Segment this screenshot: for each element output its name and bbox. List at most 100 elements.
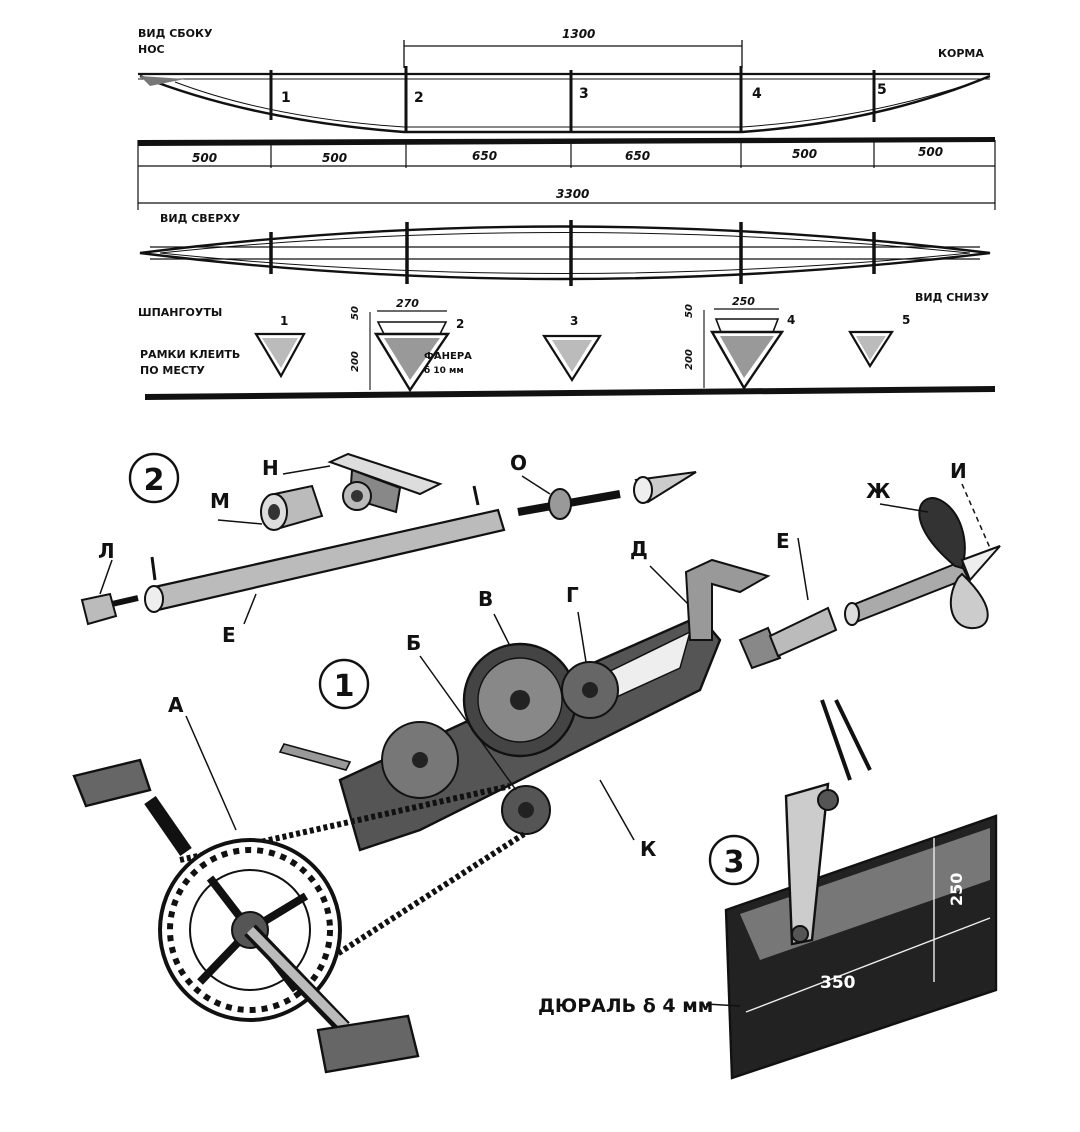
dim-seg-1: 500	[192, 151, 217, 165]
section-frame-3-fill	[552, 340, 592, 372]
leader-E2	[797, 537, 809, 601]
dim-seg-4: 650	[625, 149, 650, 163]
section-baseline	[145, 386, 995, 400]
frame-sections: ШПАНГОУТЫ ВИД СНИЗУ РАМКИ КЛЕИТЬ ПО МЕСТ…	[138, 291, 995, 400]
tiller-arm	[784, 782, 830, 946]
glue-note-line2: ПО МЕСТУ	[140, 364, 205, 377]
dim-seg-5: 500	[792, 147, 817, 161]
dim-350: 350	[820, 973, 856, 993]
dim-200-left: 200	[350, 351, 361, 372]
hull-bottom-curve	[139, 74, 991, 134]
leader-ZH	[879, 503, 929, 513]
coupling-collar	[548, 488, 572, 520]
bracket-bearing-hole	[351, 490, 363, 502]
part-label-A: А	[168, 693, 184, 717]
dim-seg-3: 650	[472, 149, 497, 163]
leader-V	[493, 613, 511, 647]
dim-50-right: 50	[684, 304, 695, 318]
tiller-mount	[791, 925, 809, 943]
frame-number-4: 4	[752, 86, 762, 102]
propeller-blade-lower	[949, 572, 989, 630]
section-frame-2-fill	[384, 338, 440, 380]
dim-50-left: 50	[350, 306, 361, 320]
frame-number-3: 3	[579, 86, 589, 102]
leader-G	[577, 611, 587, 663]
nose-cone-base	[633, 476, 653, 504]
leader-D	[649, 565, 689, 605]
section-frame-2-top	[376, 321, 448, 335]
crank-arm-upper	[144, 796, 192, 856]
section-number-4: 4	[787, 313, 795, 327]
leader-I	[961, 483, 991, 549]
propeller-spinner	[960, 545, 1001, 582]
intermediate-gear-hub	[412, 752, 428, 768]
leader-O	[521, 475, 551, 495]
section-frame-1	[254, 332, 306, 379]
crank-arm-lower-face	[246, 926, 350, 1032]
section-number-5: 5	[902, 313, 910, 327]
dim-250: 250	[732, 295, 755, 308]
hull-outline-top	[139, 225, 991, 281]
dim-1300: 1300	[562, 27, 595, 41]
figure-1-circle	[318, 658, 370, 710]
section-frame-4	[709, 330, 785, 391]
pedal-upper	[72, 758, 152, 808]
part-label-V: В	[478, 587, 493, 611]
figure-3-rudder: 3 350 250 ДЮРАЛЬ δ 4 мм	[538, 699, 998, 1080]
mount-bracket	[684, 558, 771, 641]
part-label-N: Н	[262, 456, 279, 480]
leader-duralumin	[705, 1003, 741, 1007]
dim-250-plate: 250	[947, 873, 966, 906]
part-label-I: И	[950, 459, 967, 483]
part-label-ZH: Ж	[866, 479, 891, 503]
bushing-hole	[268, 504, 280, 520]
duralumin-label: ДЮРАЛЬ δ 4 мм	[538, 995, 713, 1017]
bow-shading	[140, 76, 185, 86]
dim-200-right: 200	[684, 349, 695, 370]
propeller-blade-upper	[918, 497, 966, 570]
lever	[278, 743, 352, 771]
pin-left	[150, 556, 157, 581]
part-label-O: О	[510, 451, 527, 475]
stern-label: КОРМА	[938, 47, 984, 60]
section-frame-5-fill	[856, 336, 886, 360]
top-view: ВИД СВЕРХУ	[139, 212, 991, 286]
leader-L	[99, 559, 113, 595]
part-label-G: Г	[566, 583, 579, 607]
part-label-L: Л	[98, 539, 115, 563]
dim-total: 3300	[556, 187, 589, 201]
leader-A	[185, 715, 237, 831]
chainring-spokes	[197, 875, 309, 993]
part-label-E2: Е	[776, 529, 790, 553]
frame-posts	[269, 66, 876, 132]
side-view-label: ВИД СБОКУ	[138, 27, 213, 40]
plywood-label: ФАНЕРА	[424, 351, 472, 362]
hull-inner-top	[159, 232, 971, 274]
leader-K	[599, 779, 635, 841]
frames-top	[269, 220, 876, 286]
glue-note-line1: РАМКИ КЛЕИТЬ	[140, 348, 240, 361]
large-gear-hub	[510, 690, 530, 710]
bolt-thread	[111, 595, 139, 607]
section-number-2: 2	[456, 317, 464, 331]
section-frame-2	[373, 332, 451, 393]
part-label-M: М	[210, 489, 230, 513]
section-frame-1-fill	[262, 338, 298, 368]
figure-2-number: 2	[144, 463, 165, 498]
propeller-shaft	[848, 560, 970, 624]
dim-270: 270	[396, 297, 419, 310]
baseline-thick	[138, 137, 995, 146]
figure-3-circle	[708, 834, 760, 886]
pedal-lower	[316, 1014, 420, 1074]
chainring-inner	[189, 869, 311, 991]
hull-keel-inner	[174, 81, 976, 128]
bottom-view-label: ВИД СНИЗУ	[915, 291, 990, 304]
section-frame-5	[848, 330, 895, 369]
dim-line-350	[745, 917, 991, 1013]
part-label-B: Б	[406, 631, 421, 655]
frame-number-1: 1	[281, 90, 291, 106]
bolt-head	[80, 592, 118, 626]
section-number-3: 3	[570, 314, 578, 328]
